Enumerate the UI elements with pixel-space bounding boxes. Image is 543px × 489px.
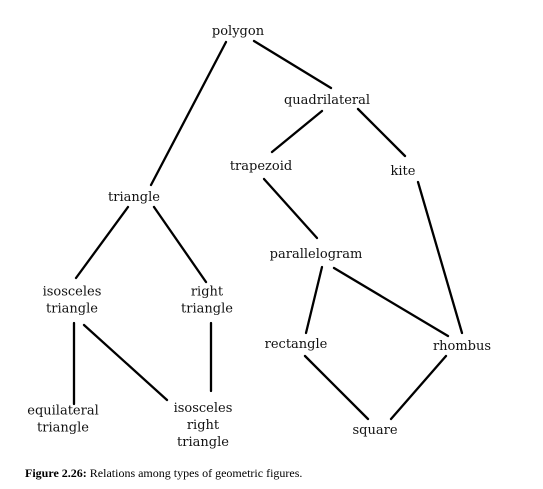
figure-caption-text: Relations among types of geometric figur… <box>89 466 303 480</box>
node-label-line: quadrilateral <box>284 93 370 108</box>
node-polygon: polygon <box>212 24 265 39</box>
edge-trapezoid-to-parallelogram <box>262 177 319 240</box>
edge-polygon-to-quadrilateral <box>252 39 333 90</box>
edge-layer <box>72 39 464 421</box>
node-equilateral-triangle: equilateral triangle <box>27 403 99 435</box>
node-label-line: rectangle <box>265 337 328 352</box>
node-label-line: isosceles <box>174 401 233 416</box>
node-label-line: parallelogram <box>270 247 363 262</box>
node-label-line: square <box>352 423 397 438</box>
edge-quadrilateral-to-trapezoid <box>270 109 324 154</box>
node-label-line: kite <box>391 164 416 179</box>
node-layer: polygon quadrilateral trapezoid kite triangl… <box>27 24 491 450</box>
edge-rhombus-to-square <box>389 354 448 421</box>
edge-isosceles-triangle-to-isosceles-right-triangle <box>82 323 169 402</box>
edge-polygon-to-triangle <box>149 40 228 187</box>
node-label-line: triangle <box>37 420 89 435</box>
edge-parallelogram-to-rhombus <box>332 266 450 338</box>
node-label-line: rhombus <box>433 339 491 354</box>
node-label-line: equilateral <box>27 403 99 418</box>
edge-rectangle-to-square <box>303 354 370 421</box>
node-label-line: triangle <box>108 190 160 205</box>
edge-triangle-to-isosceles-triangle <box>74 205 130 280</box>
node-label-line: right <box>191 284 224 299</box>
node-rectangle: rectangle <box>265 337 328 352</box>
node-label-line: right <box>187 418 220 433</box>
node-isosceles-right-triangle: isosceles right triangle <box>174 401 233 450</box>
edge-quadrilateral-to-kite <box>356 107 407 158</box>
node-kite: kite <box>391 164 416 179</box>
node-square: square <box>352 423 397 438</box>
edge-kite-to-rhombus <box>416 180 464 335</box>
node-label-line: isosceles <box>43 284 102 299</box>
node-triangle: triangle <box>108 190 160 205</box>
node-label-line: polygon <box>212 24 265 39</box>
node-right-triangle: right triangle <box>181 284 233 316</box>
edge-triangle-to-right-triangle <box>152 205 208 284</box>
edge-parallelogram-to-rectangle <box>304 265 324 335</box>
node-rhombus: rhombus <box>433 339 491 354</box>
node-label-line: triangle <box>181 301 233 316</box>
node-parallelogram: parallelogram <box>270 247 363 262</box>
node-label-line: trapezoid <box>230 159 292 174</box>
node-label-line: triangle <box>46 301 98 316</box>
node-label-line: triangle <box>177 435 229 450</box>
node-trapezoid: trapezoid <box>230 159 292 174</box>
figure-caption-label: Figure 2.26: <box>25 466 87 480</box>
node-quadrilateral: quadrilateral <box>284 93 370 108</box>
figure-caption: Figure 2.26: Relations among types of ge… <box>25 466 302 481</box>
node-isosceles-triangle: isosceles triangle <box>43 284 102 316</box>
